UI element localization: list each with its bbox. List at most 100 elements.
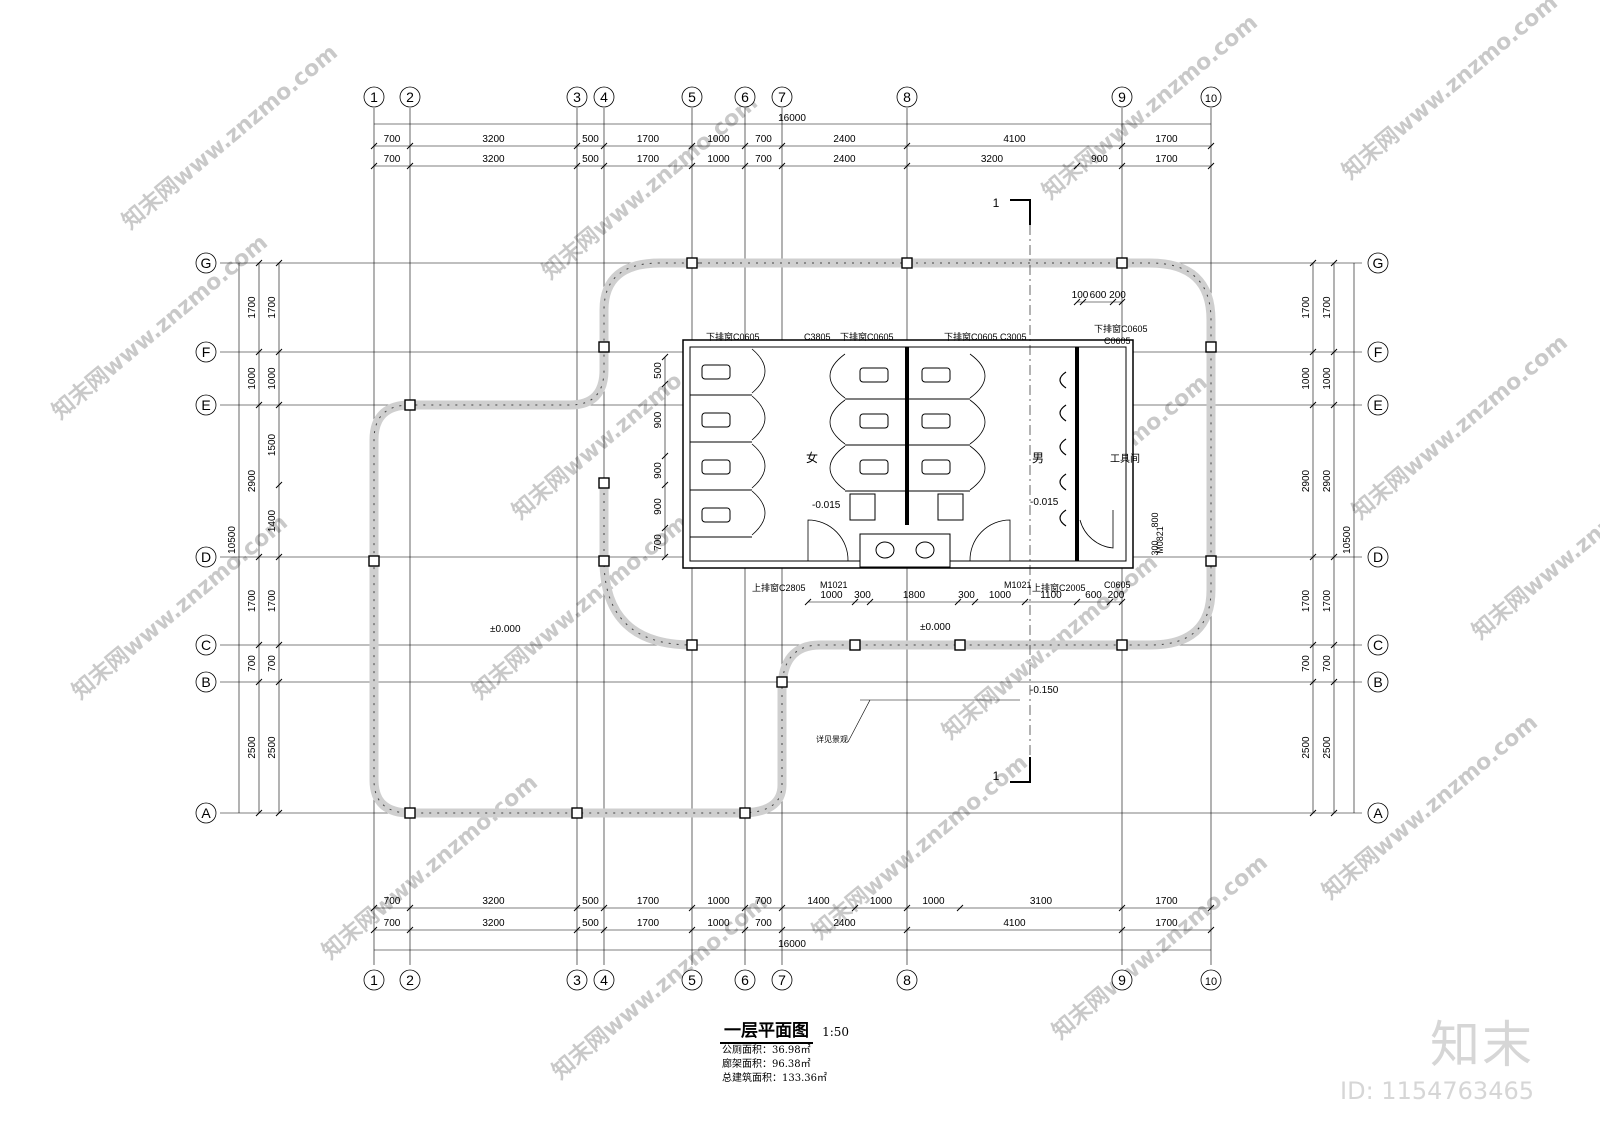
dim-bottom-1-tick bbox=[1207, 904, 1215, 912]
dim-right-2-tick bbox=[1330, 678, 1338, 686]
toilet-fixture bbox=[701, 459, 731, 475]
area-pergola: 廊架面积：96.38㎡ bbox=[722, 1059, 811, 1070]
dim-left-2-tick bbox=[275, 401, 283, 409]
area-toilet: 公厕面积：36.98㎡ bbox=[722, 1045, 811, 1056]
dim-left-1-tick bbox=[255, 553, 263, 561]
dim-inner-left-label: 900 bbox=[653, 462, 664, 479]
dim-inner-bottom-label: 1100 bbox=[1040, 590, 1062, 601]
dim-top-1-tick bbox=[741, 142, 749, 150]
pergola-column bbox=[571, 807, 583, 819]
dim-inner-bottom-tick bbox=[866, 598, 874, 606]
stall-door-swing bbox=[751, 395, 766, 441]
dim-inner-top-tick bbox=[1073, 298, 1081, 306]
dim-right-2-label: 700 bbox=[1322, 655, 1333, 672]
dim-top-1-label: 1700 bbox=[637, 134, 660, 145]
room-label-tool: 工具间 bbox=[1110, 452, 1140, 465]
dim-bottom-1-tick bbox=[778, 904, 786, 912]
door-m1021-left bbox=[807, 519, 849, 562]
dim-top-2-label: 3200 bbox=[981, 154, 1004, 165]
dim-left-2-tick bbox=[275, 481, 283, 489]
pergola-column bbox=[849, 639, 861, 651]
dim-left-2-tick bbox=[275, 641, 283, 649]
dim-right-2-label: 1700 bbox=[1322, 296, 1333, 319]
axis-bottom-5-circle bbox=[681, 969, 703, 991]
axis-left-E-circle bbox=[195, 394, 217, 416]
pergola-column bbox=[1205, 555, 1217, 567]
axis-top-3-circle bbox=[566, 86, 588, 108]
dim-inner-bottom-tick bbox=[954, 598, 962, 606]
dim-inner-left-tick bbox=[661, 380, 669, 388]
dim-left-1-tick bbox=[255, 641, 263, 649]
axis-bottom-10-label: 10 bbox=[1205, 976, 1217, 988]
axis-left-A-circle bbox=[195, 802, 217, 824]
dim-bottom-1-tick bbox=[600, 904, 608, 912]
dim-inner-top-label: 200 bbox=[1109, 290, 1126, 301]
axis-left-D-circle bbox=[195, 546, 217, 568]
dim-right-1-label: 700 bbox=[1301, 655, 1312, 672]
axis-top-8-circle bbox=[896, 86, 918, 108]
dim-bottom-1-tick bbox=[406, 904, 414, 912]
dim-inner-bottom-label: 1000 bbox=[989, 590, 1012, 601]
axis-bottom-10-circle bbox=[1200, 969, 1222, 991]
pergola-column bbox=[598, 341, 610, 353]
window-label-bottom-1: 上排窗C2805 bbox=[752, 582, 806, 593]
axis-left-D-label: D bbox=[201, 549, 211, 565]
dim-top-1-label: 2400 bbox=[833, 134, 856, 145]
watermark-text: 知末网www.znzmo.com bbox=[537, 89, 763, 284]
room-label-male: 男 bbox=[1032, 451, 1044, 465]
dim-right-2-tick bbox=[1330, 553, 1338, 561]
axis-right-E-label: E bbox=[1373, 397, 1382, 413]
axis-top-4-label: 4 bbox=[600, 89, 608, 105]
pergola-column bbox=[686, 257, 698, 269]
toilet-fixture bbox=[701, 364, 731, 380]
dim-inner-bottom-label: 200 bbox=[1108, 590, 1125, 601]
axis-right-C-label: C bbox=[1373, 637, 1383, 653]
dim-bottom-2-tick bbox=[370, 926, 378, 934]
axis-right-E-circle bbox=[1367, 394, 1389, 416]
axis-top-7-label: 7 bbox=[778, 89, 786, 105]
watermark-text: 知末网www.znzmo.com bbox=[117, 39, 343, 234]
dim-right-2-tick bbox=[1330, 809, 1338, 817]
dim-right-2-tick bbox=[1330, 259, 1338, 267]
dim-inner-misc: 800 bbox=[1150, 512, 1160, 527]
axis-top-8-label: 8 bbox=[903, 89, 911, 105]
toilet-fixture bbox=[859, 367, 889, 383]
toilet-fixture bbox=[859, 413, 889, 429]
axis-top-2-label: 2 bbox=[406, 89, 414, 105]
axis-right-A-label: A bbox=[1373, 805, 1383, 821]
dim-right-1-label: 1000 bbox=[1301, 367, 1312, 390]
dim-inner-misc: 300 bbox=[1150, 540, 1160, 555]
dim-right-1-tick bbox=[1309, 809, 1317, 817]
urinal-fixture bbox=[1059, 438, 1067, 456]
toilet-fixture bbox=[859, 459, 889, 475]
pergola-inner-band bbox=[599, 485, 693, 650]
stall-door-swing bbox=[751, 348, 766, 394]
dim-top-2-label: 2400 bbox=[833, 154, 856, 165]
dim-top-1-tick bbox=[370, 142, 378, 150]
pergola-column bbox=[776, 676, 788, 688]
dim-bottom-1-label: 1400 bbox=[807, 896, 830, 907]
axis-right-G-label: G bbox=[1373, 255, 1384, 271]
axis-left-F-label: F bbox=[202, 344, 211, 360]
axis-left-G-label: G bbox=[201, 255, 212, 271]
dim-right-1-label: 2900 bbox=[1301, 469, 1312, 492]
overall-depth-left: 10500 bbox=[227, 526, 238, 554]
dim-inner-left-label: 700 bbox=[653, 534, 664, 551]
dim-top-1-label: 4100 bbox=[1003, 134, 1026, 145]
axis-bottom-3-label: 3 bbox=[573, 972, 581, 988]
pergola-column bbox=[901, 257, 913, 269]
stall-door-swing bbox=[829, 353, 846, 399]
wash-basin bbox=[875, 541, 895, 559]
axis-bottom-6-label: 6 bbox=[741, 972, 749, 988]
level-ground-1: ±0.000 bbox=[490, 624, 521, 635]
level-female: -0.015 bbox=[812, 500, 841, 511]
dim-right-2-label: 1000 bbox=[1322, 367, 1333, 390]
dim-left-2-label: 700 bbox=[267, 655, 278, 672]
axis-top-10-label: 10 bbox=[1205, 93, 1217, 105]
dim-top-2-label: 500 bbox=[582, 154, 599, 165]
axis-bottom-1-label: 1 bbox=[370, 972, 378, 988]
brand-mark: 知末 ID: 1154763465 bbox=[1340, 1005, 1534, 1105]
dim-top-1-label: 1000 bbox=[707, 134, 730, 145]
dim-inner-bottom-tick bbox=[851, 598, 859, 606]
